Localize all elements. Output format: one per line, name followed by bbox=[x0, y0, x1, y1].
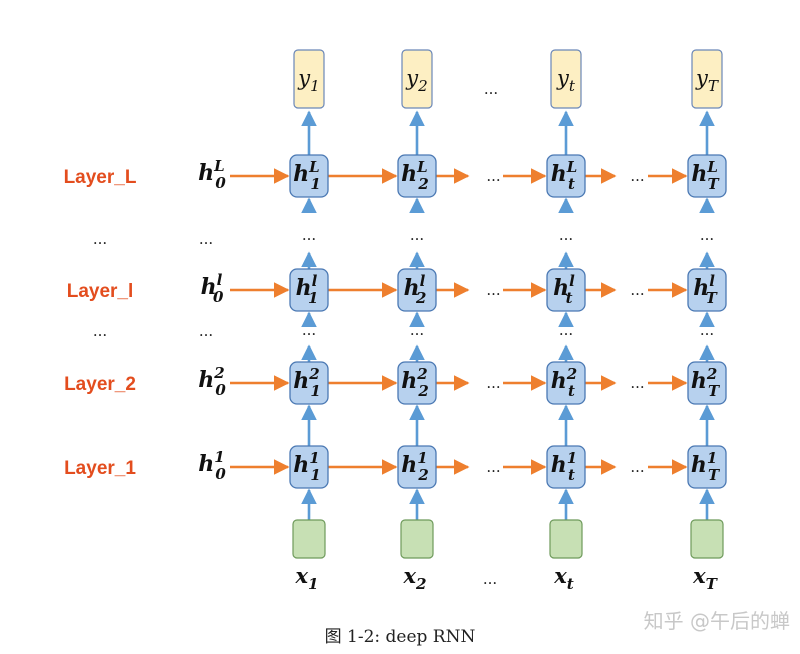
ellipsis: ... bbox=[486, 167, 500, 185]
hidden-state-cell bbox=[289, 268, 329, 312]
output-box bbox=[691, 49, 723, 109]
ellipsis: ... bbox=[199, 230, 213, 248]
ellipsis: ... bbox=[199, 322, 213, 340]
input-label: x2 bbox=[402, 563, 426, 593]
layer-label: Layer_1 bbox=[64, 458, 136, 479]
input-box bbox=[549, 519, 583, 559]
layer-label: Layer_2 bbox=[64, 374, 136, 395]
hidden-state-cell bbox=[546, 361, 586, 405]
hidden-state-cell bbox=[397, 361, 437, 405]
output-box bbox=[550, 49, 582, 109]
layer-label: Layer_l bbox=[67, 281, 134, 302]
ellipsis: ... bbox=[630, 167, 644, 185]
output-label: yT bbox=[695, 66, 719, 95]
ellipsis: ... bbox=[700, 321, 714, 339]
hidden-state-cell bbox=[397, 445, 437, 489]
ellipsis: ... bbox=[486, 374, 500, 392]
input-label: xt bbox=[553, 563, 574, 593]
input-label: x1 bbox=[294, 563, 318, 593]
output-label: y2 bbox=[405, 66, 428, 95]
layer-label: Layer_L bbox=[64, 167, 137, 188]
ellipsis: ... bbox=[559, 321, 573, 339]
input-box bbox=[292, 519, 326, 559]
hidden-state-cell bbox=[687, 154, 727, 198]
ellipsis: ... bbox=[93, 230, 107, 248]
hidden-state-cell bbox=[687, 268, 727, 312]
ellipsis: ... bbox=[486, 458, 500, 476]
watermark-text: 知乎 @午后的蝉 bbox=[644, 609, 790, 633]
ellipsis: ... bbox=[410, 321, 424, 339]
ellipsis: ... bbox=[483, 570, 497, 588]
ellipsis: ... bbox=[410, 226, 424, 244]
input-box bbox=[690, 519, 724, 559]
arrows-group bbox=[230, 110, 715, 520]
ellipsis: ... bbox=[302, 226, 316, 244]
output-box bbox=[401, 49, 433, 109]
hidden-state-cell bbox=[546, 268, 586, 312]
output-label: y1 bbox=[297, 66, 320, 95]
hidden-state-cell bbox=[687, 445, 727, 489]
output-box bbox=[293, 49, 325, 109]
hidden-state-cell bbox=[687, 361, 727, 405]
hidden-state-cell bbox=[397, 268, 437, 312]
hidden-state-cell bbox=[289, 154, 329, 198]
ellipsis: ... bbox=[630, 374, 644, 392]
input-box bbox=[400, 519, 434, 559]
hidden-state-cell bbox=[397, 154, 437, 198]
ellipsis: ... bbox=[630, 458, 644, 476]
hidden-state-cell bbox=[289, 445, 329, 489]
ellipsis: ... bbox=[559, 226, 573, 244]
ellipsis: ... bbox=[486, 281, 500, 299]
output-label: yt bbox=[556, 66, 576, 95]
figure-caption: 图 1-2: deep RNN bbox=[325, 627, 476, 647]
hidden-state-cell bbox=[546, 445, 586, 489]
hidden-state-cell bbox=[289, 361, 329, 405]
ellipsis: ... bbox=[93, 322, 107, 340]
hidden-state-cell bbox=[546, 154, 586, 198]
ellipsis: ... bbox=[630, 281, 644, 299]
nodes-group bbox=[289, 49, 727, 559]
ellipsis: ... bbox=[700, 226, 714, 244]
input-label: xT bbox=[692, 563, 719, 593]
ellipsis: ... bbox=[484, 80, 498, 98]
ellipsis: ... bbox=[302, 321, 316, 339]
